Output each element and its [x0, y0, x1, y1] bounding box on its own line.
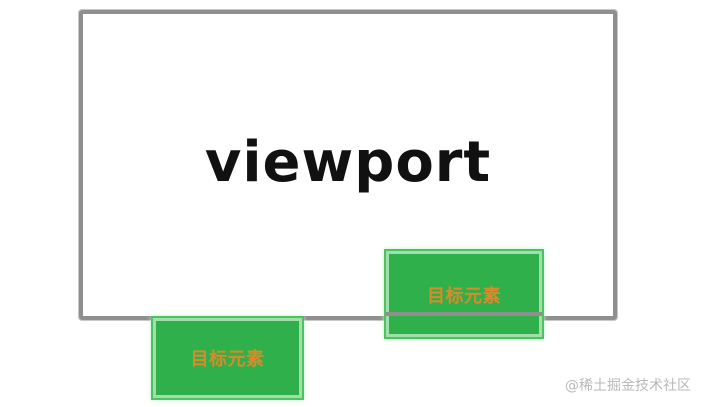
target-element-outside-viewport: 目标元素	[153, 318, 302, 398]
viewport-label: viewport	[204, 130, 492, 195]
viewport-frame	[79, 10, 617, 320]
target-element-label: 目标元素	[427, 286, 501, 307]
target-element-label: 目标元素	[190, 349, 265, 370]
viewport-bottom-edge-overlap	[386, 312, 542, 316]
target-element-partially-visible: 目标元素	[386, 251, 542, 337]
watermark: @稀土掘金技术社区	[565, 378, 691, 394]
